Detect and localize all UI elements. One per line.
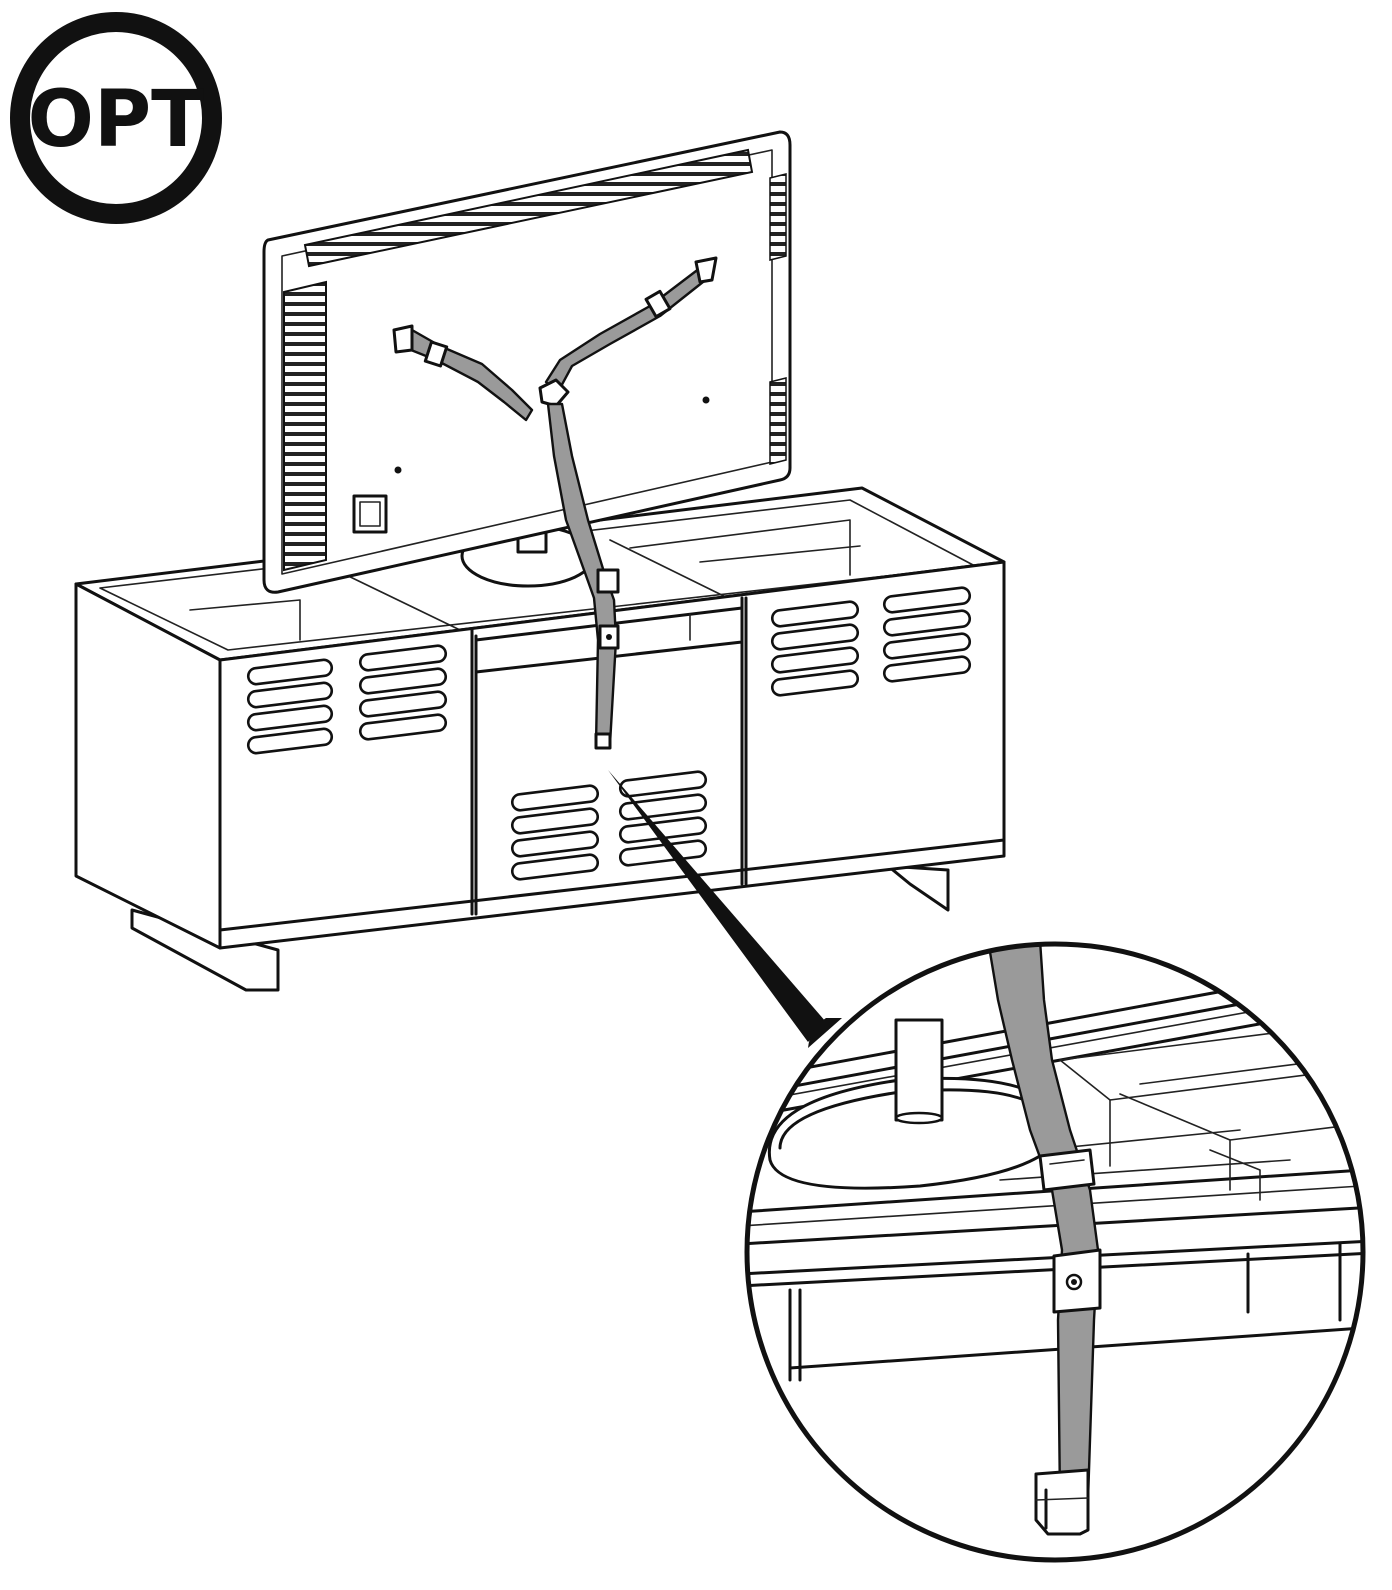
- opt-badge: OPT: [10, 12, 222, 224]
- tv-console: [74, 486, 1006, 992]
- console-leg-right: [886, 864, 950, 912]
- zoom-strap-bracket: [1034, 1468, 1090, 1536]
- vents-center-door: [510, 770, 708, 881]
- zoom-circle-border: [744, 941, 1366, 1563]
- zoom-strap-buckle: [1038, 1148, 1096, 1192]
- detail-zoom: [744, 941, 1366, 1563]
- zoom-stand-neck: [894, 1018, 944, 1122]
- anti-tip-strap: [392, 256, 718, 750]
- tv-top-vent: [303, 148, 754, 268]
- opt-badge-label: OPT: [28, 75, 205, 165]
- television: [262, 130, 792, 594]
- center-shelf-opening: [474, 606, 744, 674]
- vents-right-door: [770, 586, 972, 697]
- tv-left-vent: [283, 280, 327, 572]
- zoom-pointer: [608, 770, 826, 1042]
- vents-left-door: [246, 644, 448, 755]
